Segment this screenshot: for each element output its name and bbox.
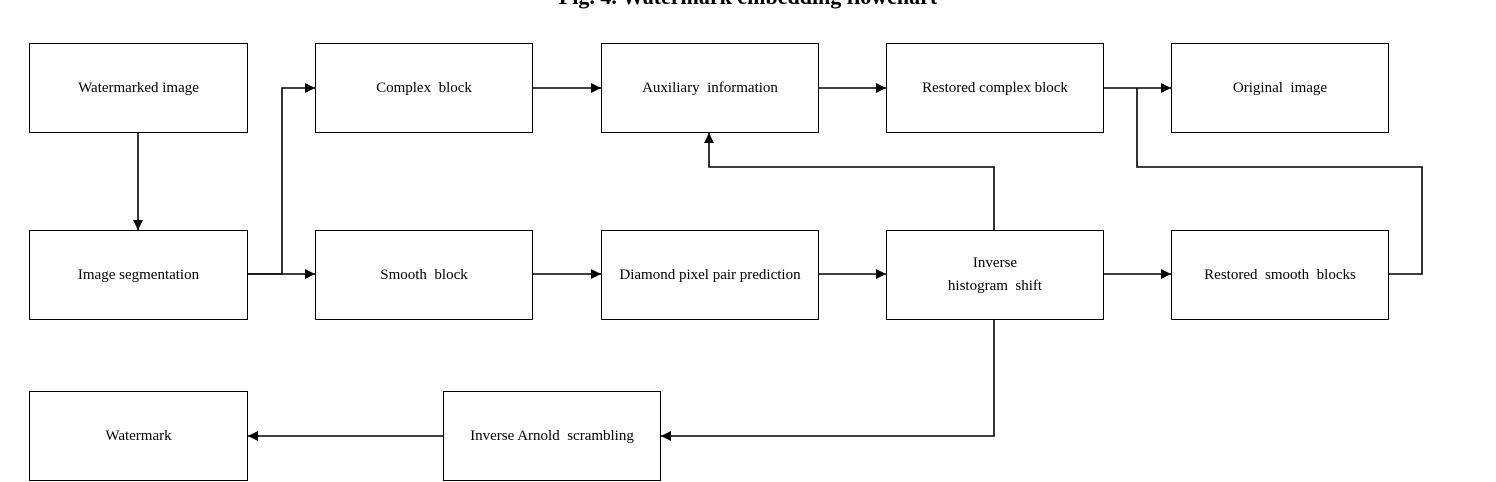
node-diamond-pixel-pair-prediction: Diamond pixel pair prediction (601, 230, 819, 320)
edge-restored-smooth-to-original (1136, 88, 1423, 275)
node-label: Smooth block (380, 266, 468, 283)
node-restored-complex-block: Restored complex block (886, 43, 1104, 133)
node-label: Diamond pixel pair prediction (619, 266, 801, 283)
node-label: Complex block (376, 79, 472, 96)
node-complex-block: Complex block (315, 43, 533, 133)
node-label: Inverse Arnold scrambling (470, 427, 634, 444)
node-watermark: Watermark (29, 391, 248, 481)
node-label: Auxiliary information (642, 79, 778, 96)
node-label: Restored complex block (922, 79, 1068, 96)
node-smooth-block: Smooth block (315, 230, 533, 320)
figure-caption: Fig. 4. Watermark embedding flowchart (0, 0, 1496, 10)
node-label: Watermarked image (78, 79, 199, 96)
node-inverse-arnold-scrambling: Inverse Arnold scrambling (443, 391, 661, 481)
node-label-line1: Inverse (972, 255, 1018, 271)
edge-segmentation-to-complex (248, 83, 315, 275)
node-inverse-histogram-shift: Inverse histogram shift (886, 230, 1104, 320)
node-image-segmentation: Image segmentation (29, 230, 248, 320)
node-label: Restored smooth blocks (1204, 266, 1356, 283)
node-auxiliary-information: Auxiliary information (601, 43, 819, 133)
node-label: Image segmentation (77, 266, 200, 283)
node-restored-smooth-blocks: Restored smooth blocks (1171, 230, 1389, 320)
edge-inverse-histogram-to-arnold (661, 320, 995, 441)
node-label: Watermark (105, 427, 172, 444)
node-label-line2: histogram shift (947, 278, 1043, 294)
node-label: Original image (1232, 79, 1328, 96)
node-watermarked-image: Watermarked image (29, 43, 248, 133)
node-original-image: Original image (1171, 43, 1389, 133)
edge-inverse-histogram-to-auxiliary (704, 133, 995, 230)
